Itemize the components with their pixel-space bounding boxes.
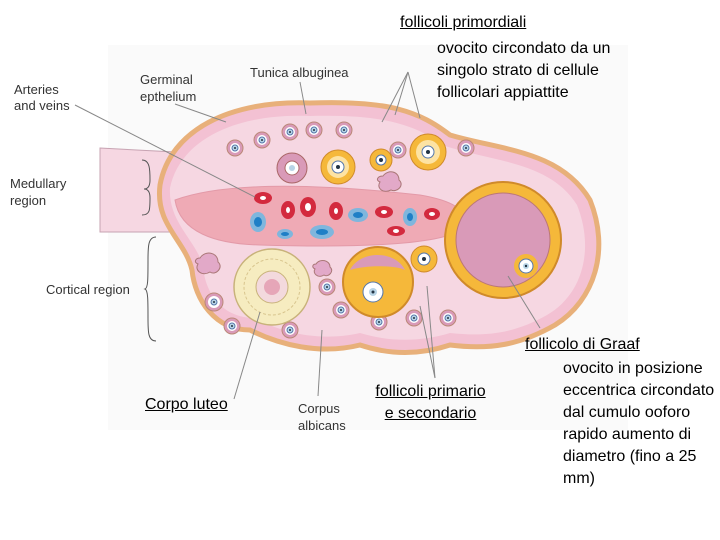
label-arteries-1: Arteries [14, 82, 59, 97]
corpus-albicans [194, 171, 402, 277]
graaf-desc-1: ovocito in posizione eccentrica circonda… [563, 360, 715, 421]
label-corpus-albicans-2: albicans [298, 418, 346, 433]
primordial-follicles [204, 121, 475, 339]
label-follicoli-primario-1: follicoli primario [375, 383, 486, 400]
label-corpus-albicans-1: Corpus [298, 401, 340, 416]
medullary-bracket [141, 159, 151, 216]
corpus-luteum [233, 248, 311, 326]
vessels [250, 192, 440, 239]
secondary-follicle [342, 246, 414, 318]
label-medullary-1: Medullary [10, 176, 67, 191]
title-follicolo-graaf: follicolo di Graaf [525, 336, 640, 353]
cortical-bracket [143, 236, 157, 342]
graafian-follicle [444, 181, 562, 299]
primordial-desc-line-3: follicolari appiattite [437, 84, 569, 101]
primordial-desc-line-1: ovocito circondato da un [437, 40, 611, 57]
label-corpo-luteo: Corpo luteo [145, 396, 228, 413]
label-cortical: Cortical region [46, 282, 130, 297]
primordial-description: ovocito circondato da un singolo strato … [437, 38, 697, 104]
label-germinal-1: Germinal [140, 72, 193, 87]
graaf-description: ovocito in posizione eccentrica circonda… [563, 358, 718, 490]
label-medullary-2: region [10, 193, 46, 208]
label-arteries-2: and veins [14, 98, 70, 113]
leader-lines [74, 71, 541, 400]
title-follicoli-primordiali: follicoli primordiali [400, 14, 527, 31]
label-germinal-2: epthelium [140, 89, 196, 104]
primary-follicles [276, 133, 447, 273]
label-follicoli-primario-2: e secondario [384, 405, 477, 422]
primordial-desc-line-2: singolo strato di cellule [437, 62, 599, 79]
graaf-desc-2: rapido aumento di diametro (fino a 25 mm… [563, 426, 697, 487]
label-tunica: Tunica albuginea [250, 65, 349, 80]
